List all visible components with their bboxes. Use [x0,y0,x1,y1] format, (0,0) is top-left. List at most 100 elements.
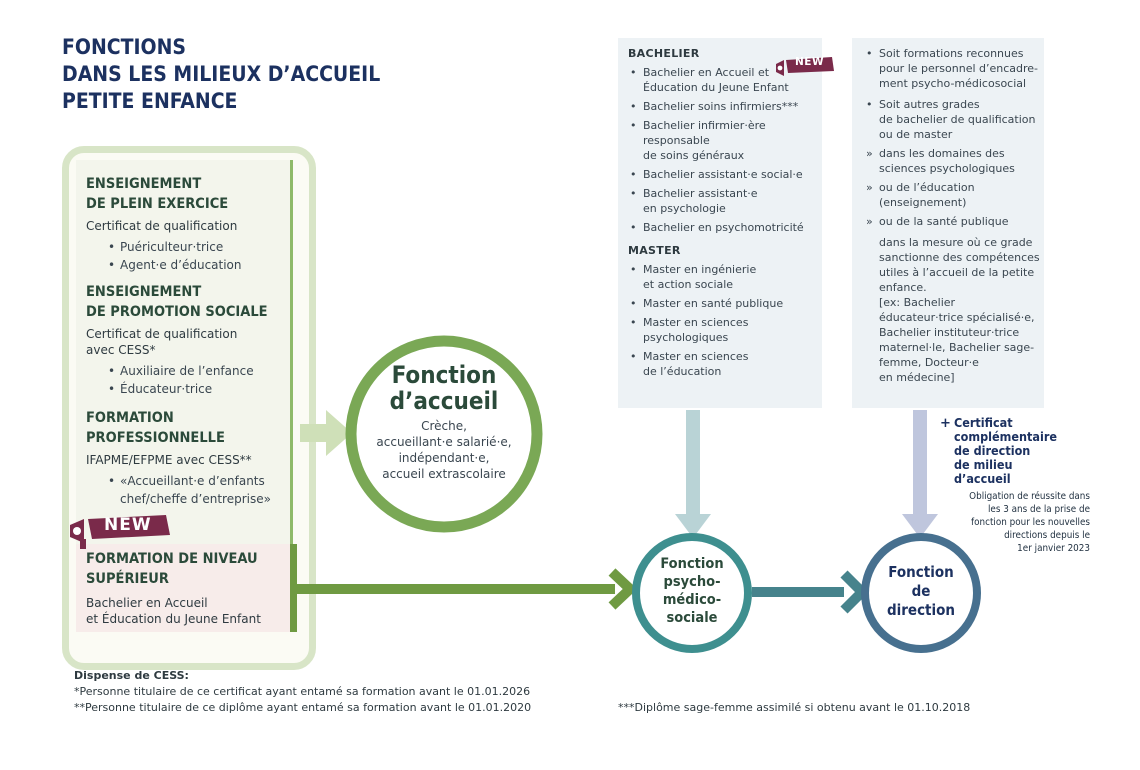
accueil-title: d’accueil [389,387,499,415]
footnote: **Personne titulaire de ce diplôme ayant… [74,701,532,714]
certificat-block: + Certificat complémentaire de direction… [940,416,1090,555]
list-item: Master en ingénierie et action sociale [628,262,818,292]
footer-heading: Dispense de CESS: [74,669,189,682]
accueil-title: Fonction [391,361,497,389]
note-line: Bachelier instituteur·trice [879,326,1020,339]
section-promotion-sociale: ENSEIGNEMENT DE PROMOTION SOCIALE Certif… [86,282,286,398]
arrow-formations-to-direction [902,410,938,538]
requirement-note: dans la mesure où ce grade sanctionne de… [864,235,1044,385]
master-heading: MASTER [628,244,681,257]
section-niveau-superieur: FORMATION DE NIVEAU SUPÉRIEUR Bachelier … [86,549,286,627]
sub-item-line: ou de l’éducation [879,181,975,194]
list-item-line: en psychologie [643,202,726,215]
list-item-line: Bachelier soins infirmiers*** [643,100,799,113]
list-item-line: Bachelier en psychomotricité [643,221,804,234]
list-item-line: Master en sciences [643,316,749,329]
note-line: utiles à l’accueil de la petite [879,266,1035,279]
list-item: Bachelier assistant·e social·e [628,167,818,182]
list-item: Auxiliaire de l’enfance [86,362,286,380]
footer-notes: Dispense de CESS: *Personne titulaire de… [74,668,531,716]
psycho-circle [632,533,752,653]
section-heading: SUPÉRIEUR [86,571,169,587]
list-item-line: Soit autres grades [879,98,980,111]
note-line: dans la mesure où ce grade [879,236,1033,249]
section-heading: PROFESSIONNELLE [86,430,225,446]
accueil-circle [345,335,543,533]
section-subtitle: avec CESS* [86,343,156,357]
sub-item: dans les domaines des sciences psycholog… [864,146,1044,176]
page-title: FONCTIONS DANS LES MILIEUX D’ACCUEIL PET… [62,34,380,115]
psycho-label: Fonction psycho- médico- sociale [640,555,744,627]
bachelier-master-list: BACHELIER Bachelier en Accueil et Éducat… [628,46,818,383]
footnote: *Personne titulaire de ce certificat aya… [74,685,531,698]
section-subtitle: Certificat de qualification [86,219,238,233]
certificat-note: Obligation de réussite dans les 3 ans de… [940,490,1090,555]
list-item: Bachelier infirmier·ère responsable de s… [628,118,818,163]
accueil-line: accueil extrascolaire [382,467,506,481]
list-item: Master en santé publique [628,296,818,311]
list-item-line: Éducation du Jeune Enfant [643,81,789,94]
footnote: ***Diplôme sage-femme assimilé si obtenu… [618,701,971,714]
arrow-superior-to-psycho [290,568,638,610]
title-line: FONCTIONS [62,35,187,59]
certificat-title-line: d’accueil [954,471,1011,486]
section-subtitle: IFAPME/EFPME avec CESS** [86,453,252,467]
list-item: Bachelier soins infirmiers*** [628,99,818,114]
list-item-line: Bachelier assistant·e social·e [643,168,803,181]
list-item-line: psychologiques [643,331,729,344]
direction-title: de [911,582,931,600]
title-line: PETITE ENFANCE [62,89,238,113]
list-item: Soit autres grades de bachelier de quali… [864,97,1044,142]
list-item: Soit formations reconnues pour le person… [864,46,1044,91]
psycho-title: psycho- [663,574,721,590]
note-line: [ex: Bachelier [879,296,956,309]
certificat-title-line: complémentaire [954,429,1057,444]
list-item-line: ou de master [879,128,953,141]
sub-item-line: dans les domaines des [879,147,1005,160]
sub-item-line: sciences psychologiques [879,162,1015,175]
list-item: Bachelier en Accueil et Éducation du Jeu… [628,65,818,95]
title-line: DANS LES MILIEUX D’ACCUEIL [62,62,381,86]
list-item: Agent·e d’éducation [86,256,286,274]
list-item: «Accueillant·e d’enfants [86,472,286,490]
list-item-line: Master en santé publique [643,297,784,310]
note-line: Obligation de réussite dans [969,491,1090,502]
new-badge: NEW [774,54,836,84]
note-line: 1er janvier 2023 [1017,543,1090,554]
psycho-title: sociale [666,610,718,626]
new-badge: NEW [66,509,176,555]
list-item-line: Master en ingénierie [643,263,757,276]
sub-item: ou de l’éducation (enseignement) [864,180,1044,210]
superior-formation-box [76,544,297,632]
note-line: fonction pour les nouvelles [971,517,1090,528]
note-line: éducateur·trice spécialisé·e, [879,311,1035,324]
sub-item-line: ou de la santé publique [879,215,1009,228]
direction-label: Fonction de direction [869,563,973,620]
section-heading: FORMATION [86,410,174,426]
list-item-line: responsable [643,134,710,147]
new-badge-label: NEW [104,515,152,535]
list-item: Puériculteur·trice [86,238,286,256]
direction-requirements-list: Soit formations reconnues pour le person… [864,46,1044,385]
section-heading: FORMATION DE NIVEAU [86,551,258,567]
list-item-line: et action sociale [643,278,734,291]
list-item: Éducateur·trice [86,380,286,398]
list-item-line: de bachelier de qualification [879,113,1036,126]
section-heading: ENSEIGNEMENT [86,176,202,192]
note-line: femme, Docteur·e [879,356,979,369]
note-line: sanctionne des compétences [879,251,1040,264]
note-line: maternel·le, Bachelier sage- [879,341,1035,354]
sub-item: ou de la santé publique [864,214,1044,229]
bachelier-heading: BACHELIER [628,47,700,60]
section-subtitle: Certificat de qualification [86,327,238,341]
section-heading: ENSEIGNEMENT [86,284,202,300]
plus-sign: + [940,416,951,431]
list-item-line: ment psycho-médicosocial [879,77,1027,90]
certificat-title-line: de milieu [954,457,1013,472]
megaphone-icon [776,57,834,76]
arrow-to-accueil [300,410,352,456]
list-item-continued: chef/cheffe d’entreprise» [120,492,271,506]
certificat-title-line: de direction [954,443,1031,458]
accueil-label: Fonction d’accueil Crèche, accueillant·e… [352,362,536,482]
section-text: et Éducation du Jeune Enfant [86,612,261,626]
